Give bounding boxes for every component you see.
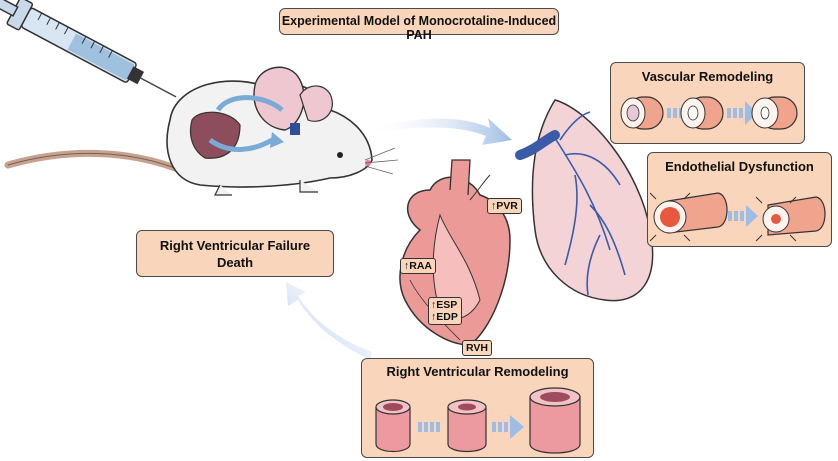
diagram-title: Experimental Model of Monocrotaline-Indu… bbox=[281, 14, 557, 42]
esp-label: ↑ESP bbox=[431, 299, 458, 311]
raa-label: ↑RAA bbox=[400, 258, 436, 274]
rv-failure-box: Right Ventricular Failure Death bbox=[136, 230, 334, 277]
vessel-ring-icon bbox=[620, 96, 664, 130]
vascular-remodeling-title: Vascular Remodeling bbox=[641, 69, 774, 84]
edp-label: ↑EDP bbox=[431, 311, 458, 323]
ventricle-cylinder-icon bbox=[529, 387, 581, 454]
vessel-ring-icon bbox=[751, 96, 798, 130]
vascular-remodeling-diagram bbox=[620, 96, 798, 130]
syringe-icon bbox=[0, 0, 177, 98]
pvr-label: ↑PVR bbox=[487, 198, 522, 214]
endothelial-dysfunction-title: Endothelial Dysfunction bbox=[665, 159, 814, 174]
endothelial-dysfunction-diagram bbox=[649, 192, 826, 242]
pressure-label: ↑ESP ↑EDP bbox=[428, 297, 462, 325]
blood-vessel-icon bbox=[755, 196, 826, 242]
rv-remodeling-box: Right Ventricular Remodeling bbox=[361, 358, 594, 458]
rvh-label: RVH bbox=[462, 340, 492, 356]
vessel-ring-icon bbox=[680, 96, 724, 130]
heart-icon bbox=[399, 159, 511, 346]
flow-arrow-to-failure bbox=[286, 282, 372, 360]
ventricle-cylinder-icon bbox=[447, 399, 487, 453]
rv-remodeling-diagram bbox=[375, 387, 581, 454]
blood-vessel-icon bbox=[649, 192, 728, 242]
title-box: Experimental Model of Monocrotaline-Indu… bbox=[279, 8, 559, 42]
death-label: Death bbox=[216, 255, 254, 270]
lung-icon bbox=[515, 99, 654, 302]
rv-remodeling-title: Right Ventricular Remodeling bbox=[386, 364, 569, 379]
flow-arrow-rat-to-lung bbox=[365, 118, 512, 145]
rv-failure-label: Right Ventricular Failure bbox=[159, 238, 311, 253]
endothelial-dysfunction-box: Endothelial Dysfunction bbox=[647, 152, 832, 247]
ventricle-cylinder-icon bbox=[375, 399, 411, 453]
rat-icon bbox=[4, 66, 399, 196]
vascular-remodeling-box: Vascular Remodeling bbox=[610, 62, 805, 144]
